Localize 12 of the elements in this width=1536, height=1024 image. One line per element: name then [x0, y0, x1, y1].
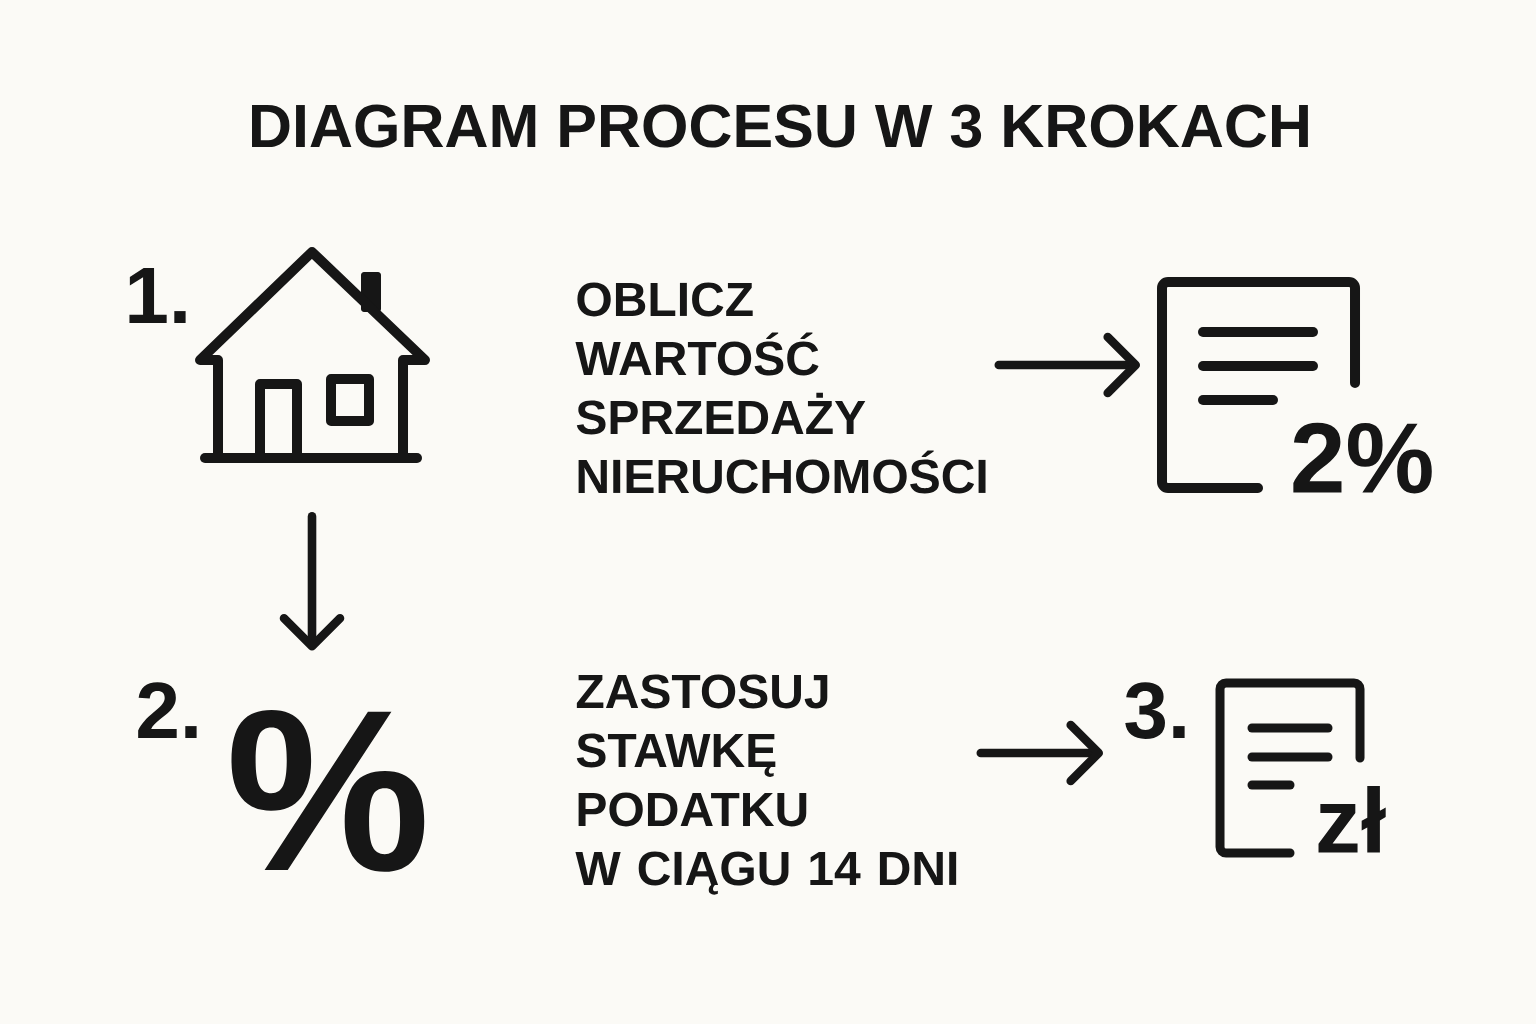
- percent-sign: %: [231, 710, 425, 872]
- step-number: 1.: [129, 268, 186, 323]
- step-number: 3.: [1125, 682, 1185, 739]
- document-box: 2%: [1157, 277, 1432, 494]
- document-box: zł: [1215, 678, 1386, 858]
- step-text: ZASTOSUJ STAWKĘ PODATKU W CIĄGU 14 DNI: [575, 674, 957, 895]
- step-number: 2.: [138, 682, 197, 738]
- arrow: [976, 720, 1103, 786]
- title: DIAGRAM PROCESU W 3 KROKACH: [252, 104, 1308, 148]
- arrow: [994, 332, 1140, 398]
- arrow: [279, 512, 345, 651]
- step-text: OBLICZ WARTOŚĆ SPRZEDAŻY NIERUCHOMOŚCI: [575, 282, 986, 494]
